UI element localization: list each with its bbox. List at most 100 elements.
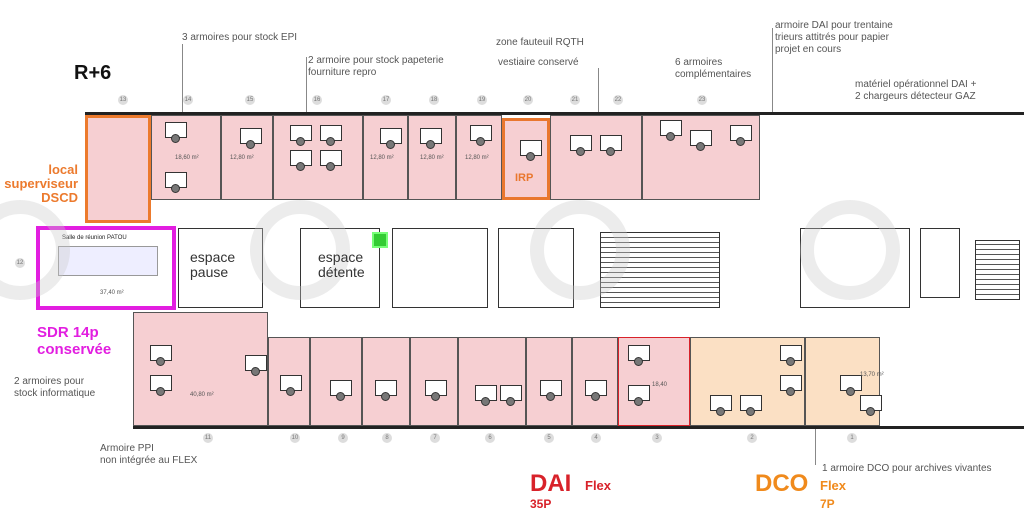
chair-icon bbox=[666, 132, 675, 141]
meeting-table bbox=[58, 246, 158, 276]
grid-marker-top: 21 bbox=[570, 95, 580, 105]
chair-icon bbox=[286, 387, 295, 396]
chair-icon bbox=[171, 184, 180, 193]
chair-icon bbox=[786, 387, 795, 396]
elevator bbox=[920, 228, 960, 298]
grid-marker-top: 23 bbox=[697, 95, 707, 105]
label-sdr: SDR 14p conservée bbox=[37, 324, 112, 358]
chair-icon bbox=[336, 392, 345, 401]
grid-marker-top: 19 bbox=[477, 95, 487, 105]
grid-marker: 12 bbox=[15, 258, 25, 268]
grid-marker-bottom: 6 bbox=[485, 433, 495, 443]
room-local-superviseur bbox=[85, 115, 151, 223]
chair-icon bbox=[506, 397, 515, 406]
chair-icon bbox=[326, 137, 335, 146]
restroom bbox=[392, 228, 488, 308]
chair-icon bbox=[736, 137, 745, 146]
outer-wall-bottom bbox=[133, 426, 1024, 429]
room-area: 12,80 m² bbox=[420, 155, 444, 161]
note-armoires6: 6 armoires complémentaires bbox=[675, 57, 752, 80]
grid-marker-top: 18 bbox=[429, 95, 439, 105]
office-room bbox=[550, 115, 642, 200]
grid-marker-bottom: 5 bbox=[544, 433, 554, 443]
chair-icon bbox=[546, 392, 555, 401]
label-irp: IRP bbox=[515, 172, 534, 184]
chair-icon bbox=[296, 162, 305, 171]
label-dai-count: 35P bbox=[530, 497, 552, 511]
grid-marker-top: 15 bbox=[245, 95, 255, 105]
note-epi: 3 armoires pour stock EPI bbox=[182, 32, 298, 43]
room-area: 12,80 m² bbox=[370, 155, 394, 161]
leader-line bbox=[815, 410, 816, 465]
leader-line bbox=[182, 44, 183, 114]
room-area: 37,40 m² bbox=[100, 290, 124, 296]
chair-icon bbox=[156, 387, 165, 396]
note-dai-armoire: armoire DAI pour trentaine trieurs attit… bbox=[775, 20, 893, 55]
chair-icon bbox=[606, 147, 615, 156]
chair-icon bbox=[431, 392, 440, 401]
room-area: 18,40 bbox=[652, 382, 668, 388]
chair-icon bbox=[156, 357, 165, 366]
grid-marker-bottom: 8 bbox=[382, 433, 392, 443]
leader-line bbox=[306, 57, 307, 115]
grid-marker-top: 17 bbox=[381, 95, 391, 105]
room-irp bbox=[502, 118, 550, 200]
office-room bbox=[526, 337, 572, 426]
watermark-logo bbox=[800, 200, 900, 300]
meeting-room-name: Salle de réunion PATOU bbox=[62, 235, 127, 241]
office-room bbox=[456, 115, 502, 200]
room-area: 18,60 m² bbox=[175, 155, 199, 161]
chair-icon bbox=[716, 407, 725, 416]
label-espace-pause: espace pause bbox=[190, 249, 236, 280]
chair-icon bbox=[746, 407, 755, 416]
first-aid-icon bbox=[372, 232, 388, 248]
chair-icon bbox=[246, 140, 255, 149]
chair-icon bbox=[476, 137, 485, 146]
grid-marker-bottom: 1 bbox=[847, 433, 857, 443]
chair-icon bbox=[591, 392, 600, 401]
chair-icon bbox=[481, 397, 490, 406]
room-area: 12,80 m² bbox=[465, 155, 489, 161]
room-area: 13,70 m² bbox=[860, 372, 884, 378]
chair-icon bbox=[634, 357, 643, 366]
chair-icon bbox=[696, 142, 705, 151]
label-dco: DCO bbox=[755, 470, 809, 497]
chair-icon bbox=[251, 367, 260, 376]
note-rqth: zone fauteuil RQTH bbox=[496, 37, 584, 48]
outer-wall-top bbox=[85, 112, 1024, 115]
room-area: 12,80 m² bbox=[230, 155, 254, 161]
label-dco-flex: Flex bbox=[820, 478, 847, 493]
chair-icon bbox=[866, 407, 875, 416]
chair-icon bbox=[171, 134, 180, 143]
office-room bbox=[273, 115, 363, 200]
office-room bbox=[410, 337, 458, 426]
note-materiel: matériel opérationnel DAI + 2 chargeurs … bbox=[855, 79, 977, 102]
floor-title: R+6 bbox=[74, 62, 112, 84]
note-vestiaire: vestiaire conservé bbox=[498, 57, 579, 68]
chair-icon bbox=[634, 397, 643, 406]
watermark-logo bbox=[530, 200, 630, 300]
grid-marker-top: 20 bbox=[523, 95, 533, 105]
grid-marker-top: 16 bbox=[312, 95, 322, 105]
chair-icon bbox=[326, 162, 335, 171]
chair-icon bbox=[386, 140, 395, 149]
chair-icon bbox=[296, 137, 305, 146]
note-dco-archives: 1 armoire DCO pour archives vivantes bbox=[822, 463, 992, 474]
chair-icon bbox=[526, 152, 535, 161]
grid-marker-bottom: 7 bbox=[430, 433, 440, 443]
grid-marker-top: 13 bbox=[118, 95, 128, 105]
grid-marker-bottom: 3 bbox=[652, 433, 662, 443]
chair-icon bbox=[576, 147, 585, 156]
staircase bbox=[975, 240, 1020, 300]
note-informatique: 2 armoires pour stock informatique bbox=[14, 376, 96, 399]
chair-icon bbox=[426, 140, 435, 149]
grid-marker-bottom: 11 bbox=[203, 433, 213, 443]
grid-marker-bottom: 9 bbox=[338, 433, 348, 443]
label-local-superviseur: local superviseur DSCD bbox=[4, 162, 78, 205]
grid-marker-bottom: 10 bbox=[290, 433, 300, 443]
chair-icon bbox=[381, 392, 390, 401]
chair-icon bbox=[786, 357, 795, 366]
grid-marker-bottom: 2 bbox=[747, 433, 757, 443]
leader-line bbox=[598, 68, 599, 115]
note-ppi: Armoire PPI non intégrée au FLEX bbox=[100, 443, 198, 466]
